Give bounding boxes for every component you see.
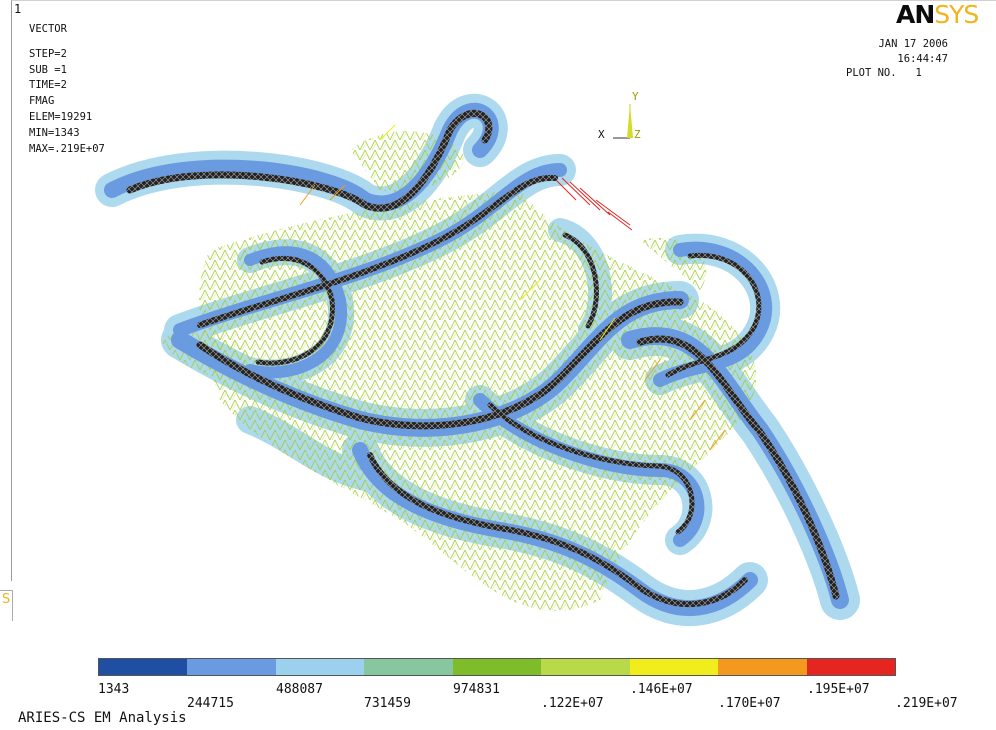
legend-band (364, 659, 453, 675)
info-line: STEP=2 (29, 47, 67, 60)
contour-legend-bar (98, 658, 896, 676)
legend-band (452, 659, 542, 675)
info-line: TIME=2 (29, 79, 67, 92)
legend-label: .170E+07 (718, 696, 781, 711)
legend-label: 1343 (98, 682, 130, 697)
result-info-block: VECTOR STEP=2 SUB =1 TIME=2 FMAG ELEM=19… (29, 22, 105, 157)
legend-label: 244715 (187, 696, 234, 711)
info-line: FMAG (29, 95, 55, 108)
logo-part: AN (896, 0, 935, 29)
info-line: VECTOR (29, 23, 67, 35)
logo-part: SYS (934, 0, 979, 29)
plot-date: JAN 17 2006 (878, 38, 948, 50)
corner-logo-fragment: S (2, 592, 11, 607)
legend-label: .195E+07 (807, 682, 870, 697)
legend-label: .122E+07 (541, 696, 604, 711)
ansys-logo: ANSYS (896, 0, 979, 29)
legend-band (718, 659, 807, 675)
legend-band (629, 659, 719, 675)
legend-band (187, 659, 276, 675)
plot-caption: ARIES-CS EM Analysis (18, 710, 187, 726)
legend-label: 731459 (364, 696, 411, 711)
viewport-frame (11, 0, 996, 581)
info-line: MIN=1343 (29, 126, 80, 139)
info-line: ELEM=19291 (29, 110, 93, 123)
legend-band (99, 659, 188, 675)
legend-band (275, 659, 365, 675)
high-vector-layer (299, 124, 726, 451)
legend-label: .219E+07 (895, 696, 958, 711)
window-number: 1 (14, 2, 22, 16)
triad-y-label: Y (632, 90, 639, 103)
datetime-block: JAN 17 2006 16:44:47 (878, 37, 948, 67)
legend-label: .146E+07 (630, 682, 693, 697)
coil-mesh-layer (126, 109, 840, 608)
info-line: MAX=.219E+07 (29, 142, 105, 155)
info-line: SUB =1 (29, 63, 67, 76)
legend-band (806, 659, 895, 675)
plot-number: PLOT NO. 1 (846, 67, 922, 79)
coordinate-triad (613, 104, 633, 139)
triad-z-label: Z (634, 128, 641, 141)
legend-label: 974831 (453, 682, 500, 697)
legend-label: 488087 (276, 682, 323, 697)
legend-band (541, 659, 630, 675)
corner-fragment-frame (0, 590, 13, 621)
triad-x-label: X (598, 128, 605, 141)
vector-field-plot (95, 93, 860, 627)
plot-time: 16:44:47 (897, 53, 948, 65)
